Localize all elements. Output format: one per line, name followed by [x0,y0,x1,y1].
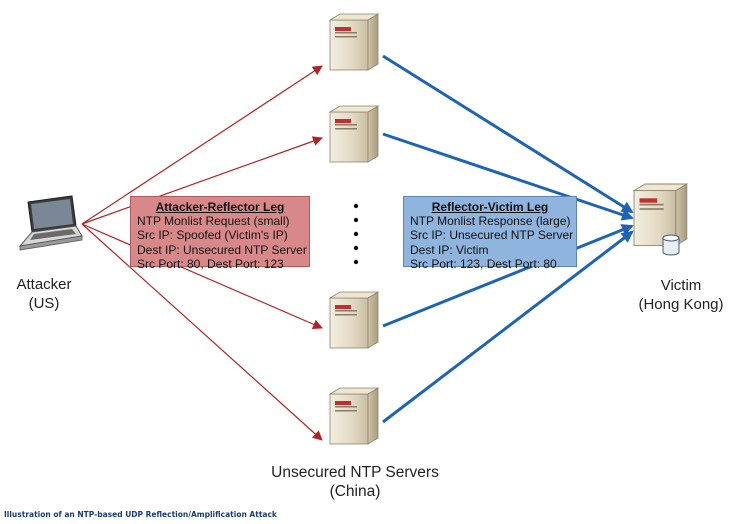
database-icon [662,234,680,256]
rv-line-1: NTP Monlist Response (large) [410,214,571,229]
attacker-name: Attacker [16,276,72,293]
reflector-victim-leg-box: Reflector-Victim Leg NTP Monlist Respons… [403,196,577,271]
victim-label: Victim (Hong Kong) [626,276,736,314]
response-arrow-1 [382,54,634,214]
request-arrow-1 [81,65,323,225]
server-icon [329,105,379,163]
ar-line-1: NTP Monlist Request (small) [137,214,290,229]
rv-line-2: Src IP: Unsecured NTP Server [410,228,574,243]
server-icon [329,387,379,445]
rv-line-3: Dest IP: Victim [410,242,489,257]
ar-line-2: Src IP: Spoofed (Victim's IP) [137,228,288,243]
more-servers-dots [353,203,359,265]
server-icon [329,291,379,349]
victim-name: Victim [660,277,702,294]
request-arrows [81,65,323,441]
attacker-reflector-leg-box: Attacker-Reflector Leg NTP Monlist Reque… [130,196,310,271]
attacker-location: (US) [28,295,60,312]
request-arrow-3 [81,223,323,330]
reflector-victim-leg-title: Reflector-Victim Leg [431,200,549,214]
servers-location: (China) [329,483,381,500]
victim-server-icon [633,183,688,256]
attacker-reflector-leg-title: Attacker-Reflector Leg [155,200,285,214]
victim-location: (Hong Kong) [638,296,724,313]
ar-line-4: Src Port: 80, Dest Port: 123 [137,256,284,271]
response-arrow-4 [382,230,634,424]
servers-label: Unsecured NTP Servers (China) [255,463,455,501]
laptop-icon [18,195,83,251]
attacker-label: Attacker (US) [4,275,84,313]
figure-caption: Illustration of an NTP-based UDP Reflect… [4,510,277,519]
request-arrow-4 [81,223,323,441]
rv-line-4: Src Port: 123, Dest Port: 80 [410,256,557,271]
response-arrows [382,54,634,424]
response-arrow-2 [382,132,634,221]
response-arrow-3 [382,224,634,328]
ar-line-3: Dest IP: Unsecured NTP Server [137,242,307,257]
servers-name: Unsecured NTP Servers [271,464,439,481]
request-arrow-2 [81,136,323,225]
server-icon [329,13,379,71]
